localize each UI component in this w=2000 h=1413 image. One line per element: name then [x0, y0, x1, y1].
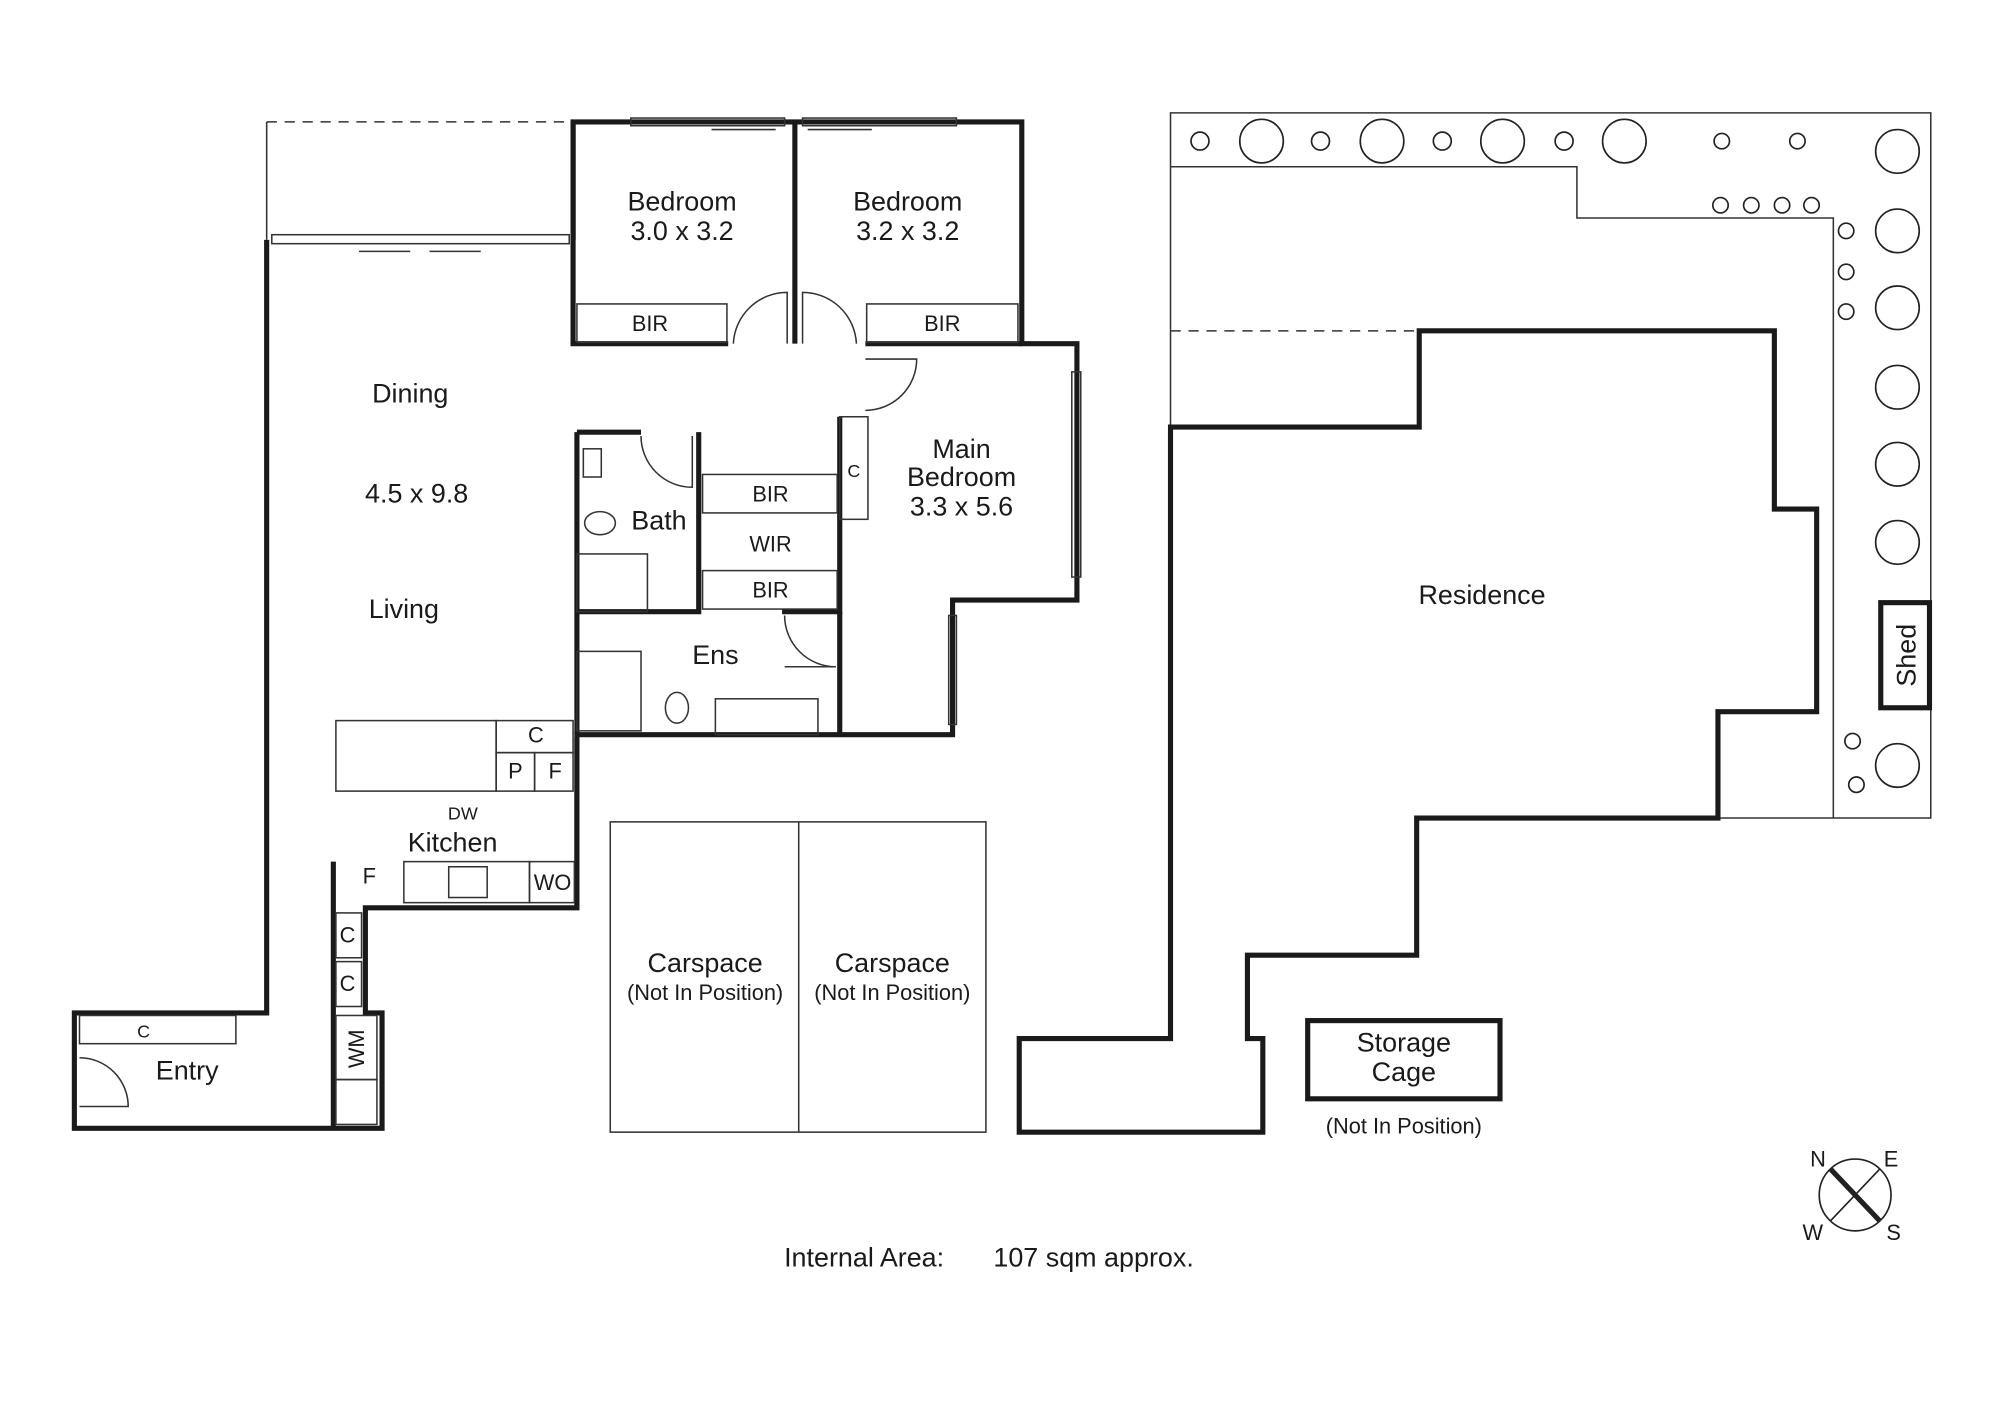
kitchen-label: Kitchen [408, 827, 498, 857]
bir-label: BIR [752, 578, 788, 603]
storage-cage-outline [1305, 1018, 1503, 1102]
dining-label: Dining [372, 379, 448, 409]
garden-edge [1170, 165, 1835, 819]
bedroom-2-label: Bedroom [627, 186, 736, 216]
shed-outline [1878, 600, 1933, 711]
storage-cage-note: (Not In Position) [1326, 1113, 1482, 1138]
main-bedroom-label-1: Main [932, 434, 990, 464]
main-bedroom-size: 3.3 x 5.6 [910, 491, 1013, 521]
storage-cage-label-2: Cage [1372, 1057, 1436, 1087]
carspace-1-label: Carspace [648, 948, 763, 978]
wall-oven-label: WO [534, 870, 572, 895]
fridge-label: F [363, 863, 376, 888]
bir-label: BIR [752, 481, 788, 506]
storage-cage-label-1: Storage [1357, 1027, 1451, 1057]
bedroom-3-size: 3.2 x 3.2 [856, 216, 959, 246]
bir-label: BIR [924, 311, 960, 336]
cupboard-label: C [340, 971, 356, 996]
dishwasher-label: DW [448, 803, 478, 823]
internal-area-label: Internal Area: [784, 1243, 944, 1273]
cupboard-label: C [340, 922, 356, 947]
living-label: Living [369, 594, 439, 624]
pantry-label: P [508, 758, 523, 783]
carspace-1-note: (Not In Position) [627, 980, 783, 1005]
wir-label: WIR [749, 531, 791, 556]
tree-icons [1190, 118, 1921, 794]
compass-n: N [1810, 1147, 1826, 1172]
apartment-walls [71, 119, 1080, 1131]
living-size: 4.5 x 9.8 [365, 479, 468, 509]
doors [79, 291, 918, 1108]
cupboard-label: C [137, 1021, 150, 1041]
bedroom-2-size: 3.0 x 3.2 [630, 216, 733, 246]
washing-machine-label: WM [344, 1029, 369, 1068]
compass-s: S [1886, 1220, 1901, 1245]
compass-icon: N E W S [1803, 1147, 1901, 1245]
carspace-2-label: Carspace [835, 948, 950, 978]
residence-outline [1016, 328, 1820, 1135]
built-in-robes [78, 303, 1019, 1126]
internal-area-value: 107 sqm approx. [993, 1243, 1193, 1273]
cupboard-label: C [847, 461, 860, 481]
property-boundary [1169, 112, 1932, 819]
compass-w: W [1803, 1220, 1824, 1245]
carspace-2-note: (Not In Position) [814, 980, 970, 1005]
main-bedroom-label-2: Bedroom [907, 462, 1016, 492]
ensuite-label: Ens [692, 640, 738, 670]
windows [271, 117, 1082, 726]
entry-label: Entry [156, 1056, 219, 1086]
cupboard-label: C [528, 722, 544, 747]
shed-label: Shed [1891, 624, 1921, 687]
bir-label: BIR [632, 311, 668, 336]
residence-label: Residence [1418, 580, 1545, 610]
carspaces [609, 821, 987, 1133]
compass-e: E [1884, 1147, 1899, 1172]
bedroom-3-label: Bedroom [853, 186, 962, 216]
bath-label: Bath [631, 506, 686, 536]
fridge-label: F [548, 758, 561, 783]
